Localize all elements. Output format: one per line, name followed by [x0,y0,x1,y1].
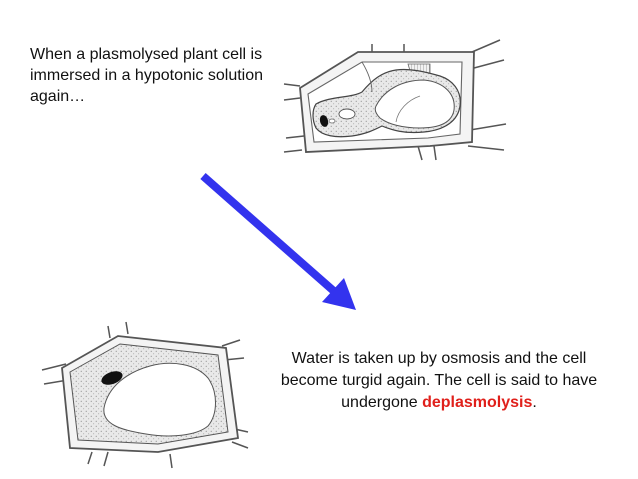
diagonal-arrow-icon [200,172,356,310]
intro-text: When a plasmolysed plant cell is immerse… [30,46,264,105]
result-text-body: Water is taken up by osmosis and the cel… [280,350,598,411]
turgid-cell-illustration [41,321,249,469]
result-text: Water is taken up by osmosis and the cel… [278,348,600,414]
plasmolysed-cell-illustration [283,39,507,161]
result-text-end: . [532,394,537,411]
deplasmolysis-term: deplasmolysis [422,394,533,411]
